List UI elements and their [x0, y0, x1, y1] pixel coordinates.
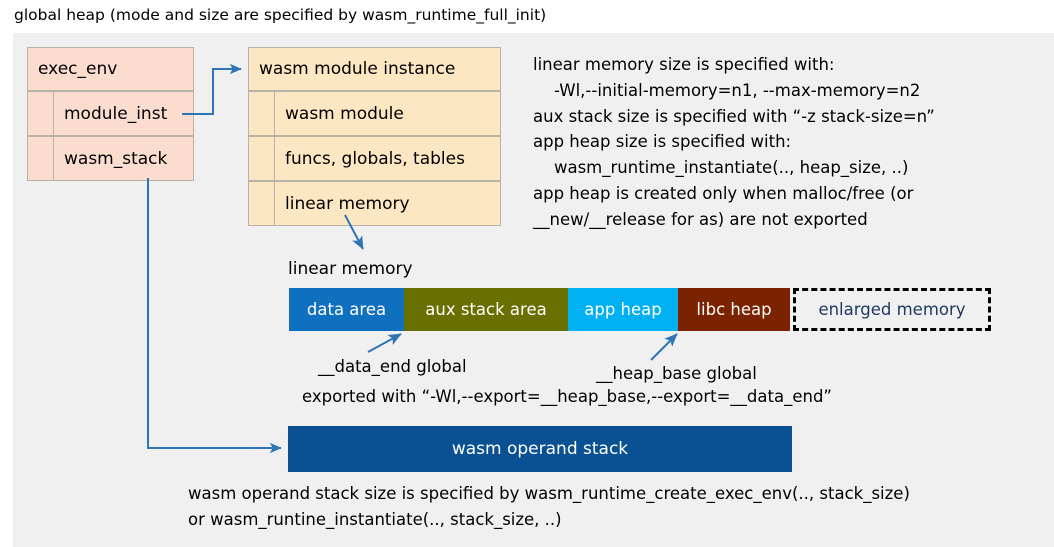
wasm-operand-stack-label: wasm operand stack — [451, 439, 629, 459]
memory-segment-label: data area — [306, 300, 387, 319]
memory-segment-enlarged-memory: enlarged memory — [793, 288, 991, 331]
operand-stack-note: wasm operand stack size is specified by … — [188, 484, 910, 529]
module-instance-header-label: wasm module instance — [259, 59, 456, 79]
linear-memory-bar: data area aux stack area app heap libc heap… — [289, 288, 991, 331]
memory-segment-label: libc heap — [696, 300, 772, 319]
indent-gutter — [28, 92, 54, 135]
memory-segment-aux-stack-area: aux stack area — [404, 288, 568, 331]
diagram-title: global heap (mode and size are specified… — [14, 6, 547, 24]
memory-segment-label: aux stack area — [425, 300, 547, 319]
memory-segment-label: app heap — [584, 300, 662, 319]
exec-env-field-wasm-stack: wasm_stack — [27, 136, 194, 181]
module-instance-header: wasm module instance — [248, 47, 501, 91]
memory-segment-app-heap: app heap — [568, 288, 678, 331]
exec-env-field-label: wasm_stack — [64, 148, 168, 169]
module-instance-field-wasm-module: wasm module — [248, 91, 501, 136]
exec-env-header: exec_env — [27, 47, 194, 91]
module-instance-field-label: funcs, globals, tables — [285, 148, 465, 169]
wasm-operand-stack-bar: wasm operand stack — [288, 426, 792, 472]
module-instance-field-label: linear memory — [285, 193, 410, 214]
annotation-data-end: __data_end global — [318, 357, 467, 376]
module-instance-field-linear-memory: linear memory — [248, 181, 501, 226]
exec-env-box: exec_env module_inst wasm_stack — [27, 47, 194, 181]
exec-env-header-label: exec_env — [38, 59, 118, 79]
exec-env-field-module-inst: module_inst — [27, 91, 194, 136]
indent-gutter — [249, 137, 275, 180]
wasm-module-instance-box: wasm module instance wasm module funcs, … — [248, 47, 501, 226]
memory-segment-data-area: data area — [289, 288, 404, 331]
annotation-exported-with: exported with “-Wl,--export=__heap_base,… — [302, 387, 832, 406]
linear-memory-bar-label: linear memory — [288, 259, 413, 279]
indent-gutter — [249, 182, 275, 225]
memory-segment-libc-heap: libc heap — [678, 288, 790, 331]
exec-env-field-label: module_inst — [64, 103, 168, 124]
module-instance-field-funcs-globals-tables: funcs, globals, tables — [248, 136, 501, 181]
annotation-heap-base: __heap_base global — [596, 364, 757, 383]
module-instance-field-label: wasm module — [285, 103, 404, 124]
indent-gutter — [249, 92, 275, 135]
indent-gutter — [28, 137, 54, 180]
linear-memory-note: linear memory size is specified with: -W… — [533, 55, 935, 229]
memory-segment-label: enlarged memory — [818, 300, 966, 319]
